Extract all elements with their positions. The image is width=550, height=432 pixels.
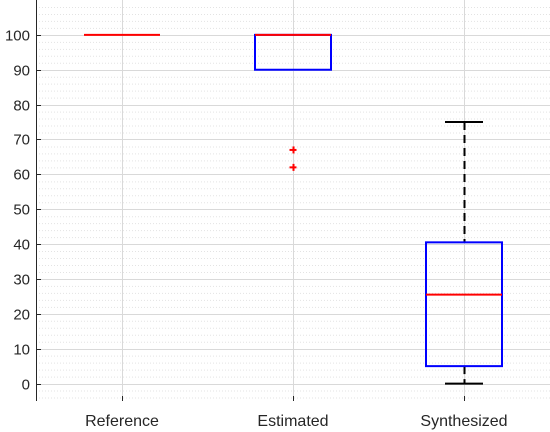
y-tick-label: 70 [13, 132, 30, 149]
y-tick-label: 10 [13, 342, 30, 359]
boxes [84, 33, 503, 385]
y-tick-label: 0 [22, 377, 30, 394]
y-tick-label: 50 [13, 202, 30, 219]
category-labels: Reference Estimated Synthesized [85, 413, 508, 430]
box-synthesized [425, 121, 503, 385]
x-tick-label: Synthesized [420, 413, 507, 430]
x-tick-label: Reference [85, 413, 159, 430]
y-tick-label: 30 [13, 272, 30, 289]
y-tick-label: 80 [13, 98, 30, 115]
grid [36, 0, 550, 401]
x-tick-label: Estimated [257, 413, 328, 430]
outlier-point [289, 163, 297, 171]
y-tick-label: 100 [5, 28, 30, 45]
y-tick-label: 20 [13, 307, 30, 324]
y-tick-label: 90 [13, 63, 30, 80]
y-axis: 0 10 20 30 40 50 60 70 80 90 100 [5, 0, 465, 401]
iqr-box [425, 241, 503, 368]
box-estimated [254, 33, 332, 171]
y-tick-label: 40 [13, 237, 30, 254]
outlier-point [289, 146, 297, 154]
y-tick-label: 60 [13, 167, 30, 184]
